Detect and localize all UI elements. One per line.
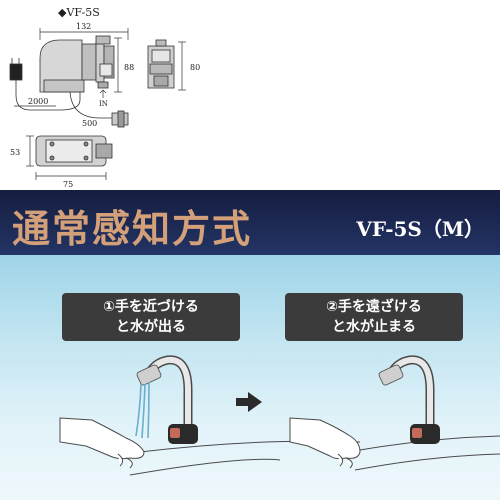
water-drops-icon: [135, 381, 150, 439]
sensor-base-view: [35, 135, 113, 167]
dim-base-width: 75: [63, 180, 73, 189]
dim-cord-length: 2000: [28, 97, 48, 106]
step-1-line2: と水が出る: [116, 319, 186, 335]
power-plug-icon: [9, 58, 81, 111]
dim-hose-length: 500: [82, 119, 97, 128]
dim-base-height: 53: [10, 148, 20, 157]
spec-model-heading: ◆VF-5S: [58, 6, 100, 19]
faucet-icon: [378, 355, 440, 444]
model-label: VF-5S（M）: [356, 217, 484, 241]
step-2-line2: と水が止まる: [332, 319, 416, 335]
hand-icon: [289, 417, 361, 469]
hand-icon: [59, 417, 145, 469]
dim-height-side: 80: [190, 63, 200, 72]
valve-side-view: [147, 39, 175, 89]
step-2-label: ②手を遠ざける と水が止まる: [285, 293, 463, 341]
sensor-cable: [69, 91, 129, 128]
operation-panel: ①手を近づける と水が出る ②手を遠ざける と水が止まる: [0, 255, 500, 500]
faucet-icon: [136, 355, 198, 444]
spec-drawing: ◆VF-5S 132 88: [9, 6, 200, 189]
valve-main-body: [39, 35, 115, 93]
inlet-label: IN: [99, 100, 108, 108]
section-title: 通常感知方式: [12, 207, 253, 251]
dim-width-main: 132: [76, 22, 91, 31]
step-illustrations: [59, 355, 500, 476]
step-1-label: ①手を近づける と水が出る: [62, 293, 240, 341]
arrow-right-icon: [236, 392, 262, 412]
dim-height-main: 88: [124, 63, 134, 72]
step-2-line1: ②手を遠ざける: [326, 299, 422, 315]
spec-drawing-area: ◆VF-5S 132 88: [0, 0, 500, 190]
section-header: 通常感知方式 VF-5S（M）: [0, 190, 500, 255]
step-1-line1: ①手を近づける: [103, 299, 199, 315]
